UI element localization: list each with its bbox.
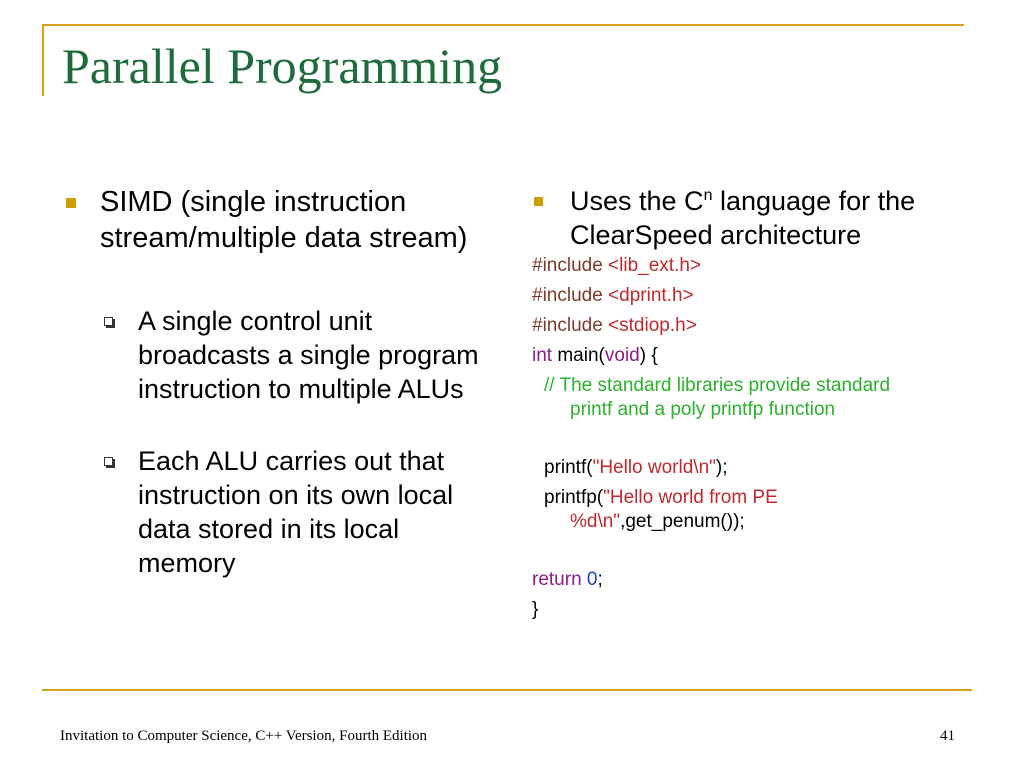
- language-bullet-pre: Uses the C: [570, 186, 704, 216]
- printfp-format: %d\n": [570, 511, 621, 532]
- void-keyword: void: [604, 345, 640, 366]
- main-bullet-text: SIMD (single instruction stream/multiple…: [100, 186, 468, 254]
- int-keyword: int: [532, 345, 553, 366]
- printfp-string: "Hello world from PE: [603, 487, 778, 508]
- top-border-line: [42, 24, 964, 26]
- include-directive: #include: [532, 285, 603, 306]
- slide-title: Parallel Programming: [62, 38, 503, 94]
- left-border-line: [42, 24, 44, 96]
- printf-string: "Hello world\n": [592, 457, 716, 478]
- code-line: %d\n",get_penum());: [532, 510, 982, 534]
- code-line: int main(void) {: [532, 344, 982, 368]
- code-block: #include <lib_ext.h> #include <dprint.h>…: [532, 254, 982, 622]
- code-line: printf("Hello world\n");: [532, 456, 982, 480]
- include-file: <lib_ext.h>: [602, 255, 702, 276]
- include-file: <stdiop.h>: [602, 315, 697, 336]
- left-column: SIMD (single instruction stream/multiple…: [64, 184, 504, 580]
- return-semicolon: ;: [597, 569, 603, 590]
- printf-call: printf(: [544, 457, 593, 478]
- right-column: Uses the Cn language for the ClearSpeed …: [532, 184, 982, 622]
- code-comment: printf and a poly printfp function: [532, 398, 982, 422]
- closing-brace: }: [532, 599, 539, 620]
- include-directive: #include: [532, 255, 603, 276]
- bottom-border-line: [42, 689, 972, 691]
- language-superscript: n: [703, 187, 713, 204]
- language-bullet: Uses the Cn language for the ClearSpeed …: [532, 184, 982, 252]
- include-directive: #include: [532, 315, 603, 336]
- code-comment: // The standard libraries provide standa…: [532, 374, 982, 398]
- printf-close: );: [715, 457, 728, 478]
- code-line: printfp("Hello world from PE: [532, 486, 982, 510]
- square-bullet-icon: [534, 197, 543, 206]
- main-bullet: SIMD (single instruction stream/multiple…: [64, 184, 504, 256]
- printfp-call: printfp(: [544, 487, 604, 508]
- language-bullet-post: language for the ClearSpeed architecture: [570, 186, 916, 250]
- printfp-args: ,get_penum());: [620, 511, 745, 532]
- page-number: 41: [940, 728, 955, 744]
- main-open-brace: ) {: [639, 345, 658, 366]
- code-line: #include <stdiop.h>: [532, 314, 982, 338]
- comment-line-2: printf and a poly printfp function: [570, 399, 836, 420]
- footer-book-title: Invitation to Computer Science, C++ Vers…: [60, 728, 428, 744]
- code-line: return 0;: [532, 568, 982, 592]
- main-signature: main(: [552, 345, 605, 366]
- hollow-square-bullet-icon: [104, 457, 113, 466]
- sub-bullet-text: Each ALU carries out that instruction on…: [138, 446, 454, 578]
- hollow-square-bullet-icon: [104, 317, 113, 326]
- sub-bullet: A single control unit broadcasts a singl…: [64, 304, 504, 406]
- code-line: #include <dprint.h>: [532, 284, 982, 308]
- return-value: 0: [581, 569, 598, 590]
- sub-bullet: Each ALU carries out that instruction on…: [64, 444, 504, 580]
- square-bullet-icon: [66, 198, 76, 208]
- include-file: <dprint.h>: [602, 285, 694, 306]
- sub-bullet-text: A single control unit broadcasts a singl…: [138, 306, 479, 404]
- comment-line-1: // The standard libraries provide standa…: [544, 375, 891, 396]
- code-line: }: [532, 598, 982, 622]
- code-line: #include <lib_ext.h>: [532, 254, 982, 278]
- return-keyword: return: [532, 569, 582, 590]
